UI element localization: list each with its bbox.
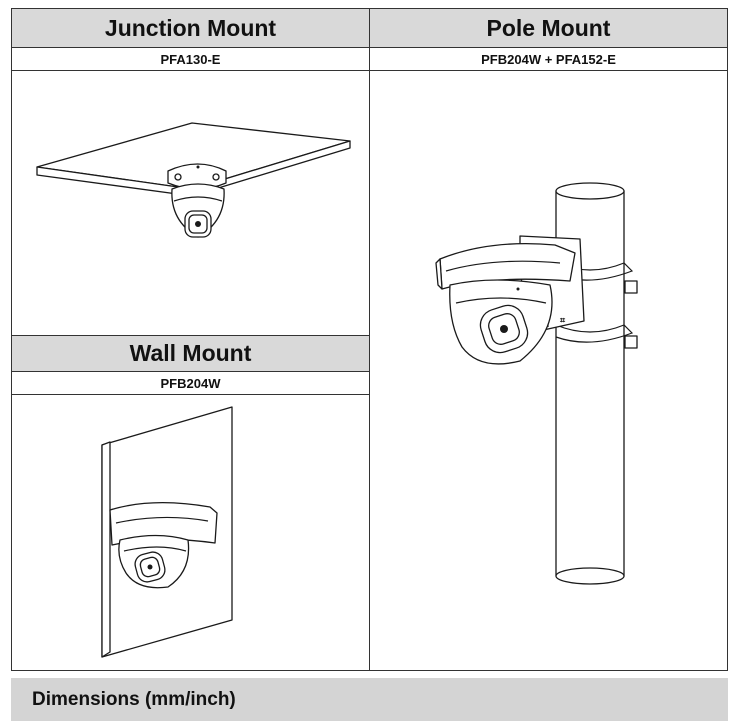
junction-mount-header: Junction Mount (11, 8, 370, 48)
dimensions-title: Dimensions (mm/inch) (32, 688, 236, 710)
wall-mount-model-row: PFB204W (11, 371, 370, 395)
pole-mount-header: Pole Mount (369, 8, 728, 48)
camera-on-wall-illustration (101, 406, 233, 658)
wall-mount-header: Wall Mount (11, 335, 370, 372)
dimensions-section-header: Dimensions (mm/inch) (11, 678, 728, 721)
junction-mount-model: PFA130-E (160, 51, 221, 67)
junction-mount-image-cell (11, 70, 370, 336)
pole-mount-image-cell: ⌗ ⌗ (369, 70, 728, 671)
junction-mount-title: Junction Mount (104, 14, 277, 41)
pole-mount-title: Pole Mount (486, 14, 611, 41)
pole-mount-model-row: PFB204W + PFA152-E (369, 47, 728, 71)
svg-text:⌗: ⌗ (559, 315, 566, 325)
camera-on-junction-box-illustration (36, 122, 351, 238)
wall-mount-title: Wall Mount (129, 340, 252, 366)
junction-mount-model-row: PFA130-E (11, 47, 370, 71)
camera-on-pole-illustration: ⌗ ⌗ (435, 182, 638, 585)
wall-mount-image-cell (11, 394, 370, 671)
pole-mount-model: PFB204W + PFA152-E (481, 51, 616, 67)
wall-mount-model: PFB204W (160, 375, 221, 391)
